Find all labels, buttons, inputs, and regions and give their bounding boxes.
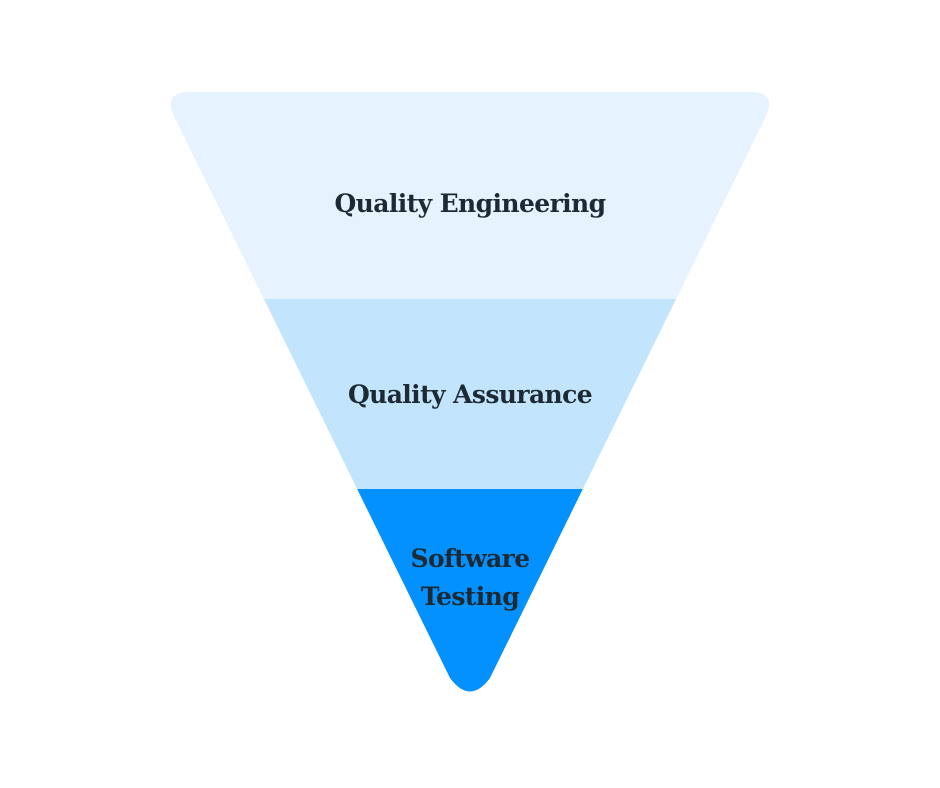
level-label-quality-engineering: Quality Engineering xyxy=(334,189,606,218)
level-label-software-testing: Software Testing xyxy=(0,540,940,616)
funnel-level-top xyxy=(170,92,770,299)
level-label-software-testing-line1: Software xyxy=(410,544,530,573)
level-label-quality-assurance: Quality Assurance xyxy=(347,380,593,409)
level-label-software-testing-line2: Testing xyxy=(420,582,520,611)
